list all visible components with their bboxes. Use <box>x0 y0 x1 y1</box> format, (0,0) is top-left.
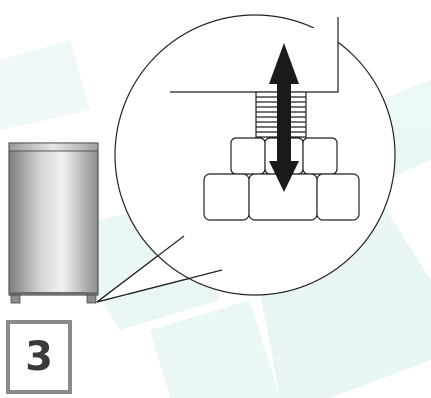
step-number-badge: 3 <box>6 320 72 394</box>
watermark-graphic <box>0 40 431 398</box>
double-headed-vertical-arrow-icon <box>269 43 299 192</box>
adjustable-foot-detail <box>170 17 360 221</box>
foot-blocks <box>203 137 360 221</box>
refrigerator-icon <box>8 142 99 304</box>
cabinet-corner <box>170 17 339 93</box>
